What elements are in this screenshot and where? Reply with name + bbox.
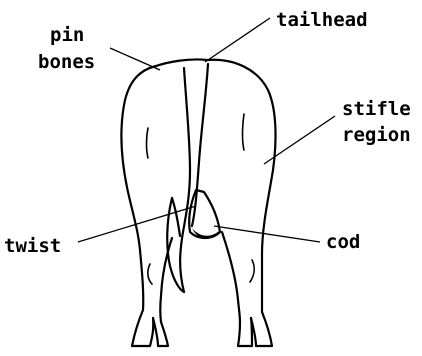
left-hock-mark: [148, 264, 152, 284]
stifle-region-label-line1: stifle: [342, 98, 411, 120]
hindquarter-outline-right: [207, 60, 276, 312]
left-inner-leg: [160, 238, 172, 322]
tail-switch-inner: [172, 198, 180, 236]
cod-label: cod: [326, 231, 360, 253]
left-inner-hoof: [153, 318, 168, 346]
tail: [180, 68, 190, 292]
tail-back-edge: [192, 64, 208, 226]
leader-lines: [78, 18, 335, 242]
rump-topline: [156, 59, 207, 66]
pin-bones-leader: [110, 48, 160, 70]
stifle-region-label-line2: region: [342, 124, 411, 146]
left-outer-hoof: [132, 310, 153, 346]
cattle-rear-view-drawing: [121, 59, 275, 346]
right-inner-leg: [222, 232, 240, 322]
right-hock-mark: [250, 260, 254, 282]
tailhead-leader: [205, 18, 270, 62]
right-outer-hoof: [251, 312, 272, 346]
pin-bones-label-line2: bones: [38, 51, 95, 73]
tailhead-label: tailhead: [276, 9, 368, 31]
callout-labels: pin bones tailhead stifle region twist c…: [4, 9, 411, 257]
right-inner-hoof: [238, 318, 252, 346]
hindquarter-outline: [121, 66, 156, 310]
right-stifle-mark: [243, 114, 245, 150]
left-stifle-mark: [147, 128, 149, 158]
twist-label: twist: [4, 235, 61, 257]
pin-bones-label-line1: pin: [50, 24, 84, 46]
cod-leader: [214, 226, 320, 242]
